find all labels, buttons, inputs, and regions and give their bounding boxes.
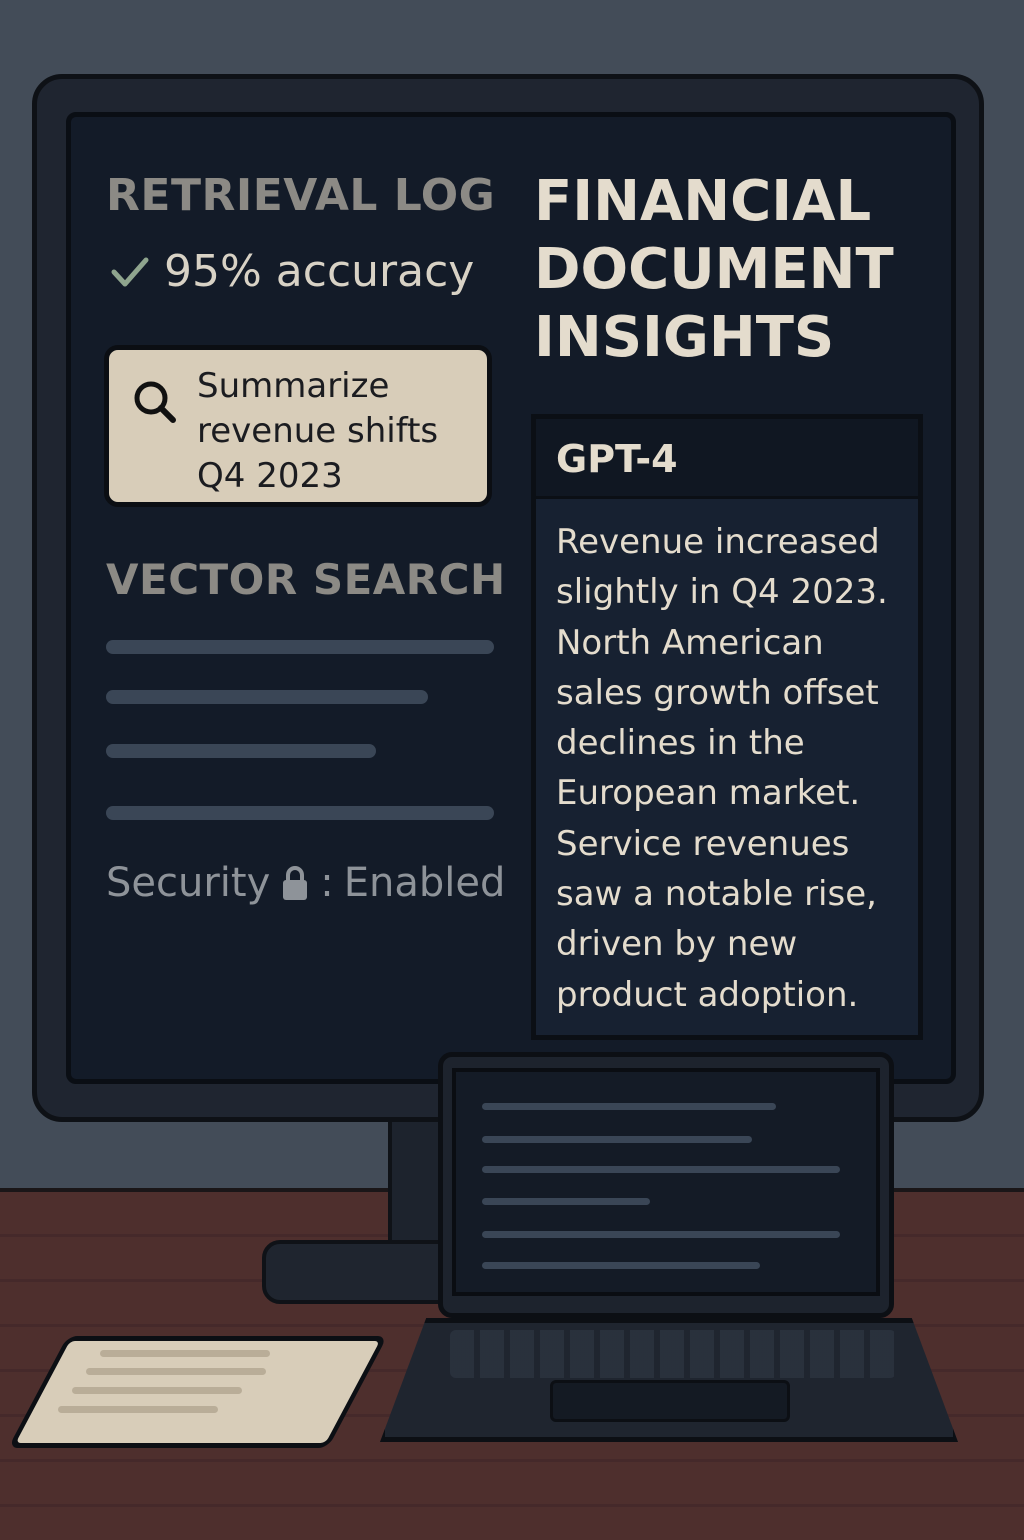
laptop-text-line xyxy=(482,1231,840,1238)
laptop-text-line xyxy=(482,1136,752,1143)
security-status: Security : Enabled xyxy=(106,860,505,906)
query-input[interactable]: Summarize revenue shifts Q4 2023 xyxy=(104,345,492,507)
insights-title: FINANCIAL DOCUMENT INSIGHTS xyxy=(534,169,894,370)
accuracy-text: 95% accuracy xyxy=(164,246,475,297)
laptop-touchpad xyxy=(550,1380,790,1422)
retrieval-log-title: RETRIEVAL LOG xyxy=(106,170,496,221)
query-text: Summarize revenue shifts Q4 2023 xyxy=(197,366,439,496)
notebook-line xyxy=(86,1368,266,1375)
model-label: GPT-4 xyxy=(556,437,678,481)
model-panel-header: GPT-4 xyxy=(536,419,918,499)
search-icon xyxy=(134,381,176,423)
model-response-text: Revenue increased slightly in Q4 2023. N… xyxy=(556,522,888,1015)
accuracy-readout: 95% accuracy xyxy=(108,246,474,297)
security-separator: : xyxy=(320,860,334,906)
vector-search-title: VECTOR SEARCH xyxy=(106,555,506,604)
model-response-panel: GPT-4 Revenue increased slightly in Q4 2… xyxy=(531,414,923,1040)
lock-icon xyxy=(283,866,308,900)
laptop-text-line xyxy=(482,1262,760,1269)
notebook-line xyxy=(100,1350,270,1357)
laptop-keyboard xyxy=(450,1330,896,1378)
vector-result-bar[interactable] xyxy=(106,640,494,654)
notebook-line xyxy=(72,1387,242,1394)
notebook-line xyxy=(58,1406,218,1413)
vector-result-bar[interactable] xyxy=(106,690,428,704)
security-value: Enabled xyxy=(343,860,506,906)
vector-result-bar[interactable] xyxy=(106,806,494,820)
laptop-text-line xyxy=(482,1198,650,1205)
laptop-text-line xyxy=(482,1166,840,1173)
vector-result-bar[interactable] xyxy=(106,744,376,758)
check-icon xyxy=(111,257,149,286)
security-label: Security xyxy=(106,860,271,906)
laptop-text-line xyxy=(482,1103,776,1110)
